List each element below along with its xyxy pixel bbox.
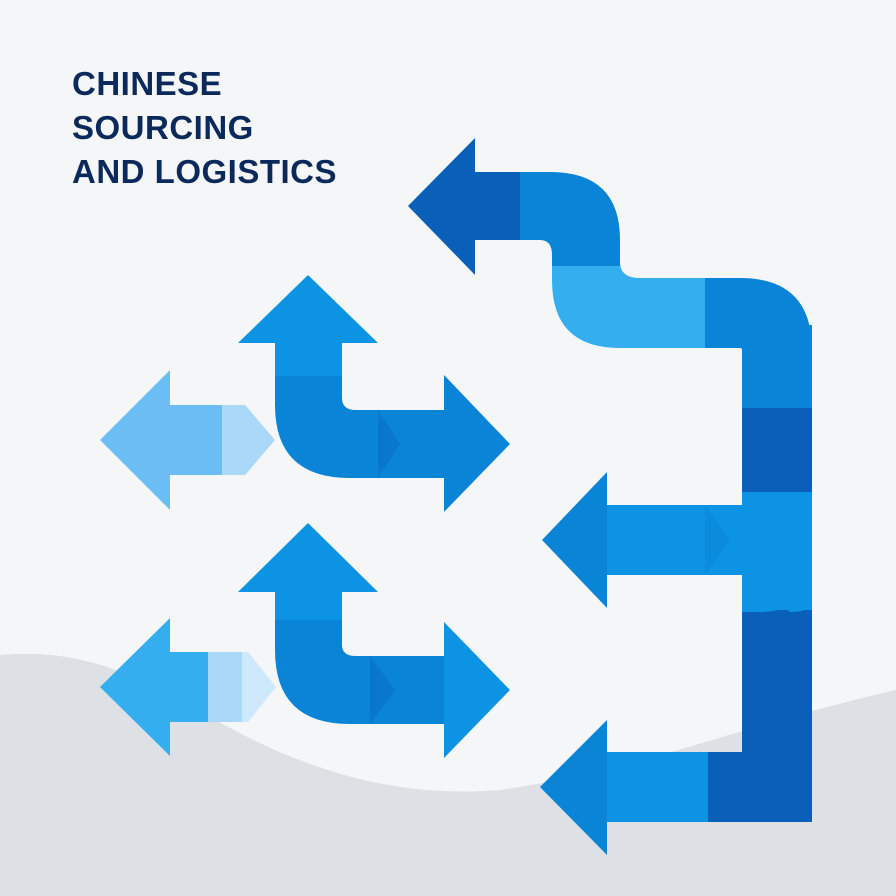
upper-bent-shaft-mid [378, 410, 448, 478]
lower-bent-shaft [275, 620, 445, 724]
upper-left-arrow-left-icon [100, 370, 170, 510]
lower-left-arrow-shaft [168, 652, 210, 722]
lower-left-cluster [100, 523, 510, 758]
connector-band [552, 262, 705, 348]
upper-right-arrow-icon [444, 375, 510, 512]
middle-arrow-shade [705, 505, 730, 575]
title-line-2: SOURCING [72, 109, 254, 146]
lower-left-arrow-shaft-light [208, 652, 243, 722]
bottom-arrow-shaft-dark [708, 752, 812, 822]
trunk-top-corner [700, 278, 812, 360]
upper-left-cluster [100, 275, 510, 512]
upper-up-arrow-icon [238, 275, 378, 378]
ground-wave [0, 653, 896, 896]
bottom-trunk-bend [742, 560, 812, 612]
upper-bent-shade [378, 410, 400, 478]
right-pipe-network [408, 138, 812, 855]
bottom-arrow-left-icon [540, 720, 607, 855]
lower-right-arrow-icon [444, 622, 510, 758]
title-line-1: CHINESE [72, 65, 223, 102]
lower-up-arrow-icon [238, 523, 378, 622]
middle-arrow-left-icon [542, 472, 607, 608]
trunk-mid-dark [742, 408, 812, 494]
page-title: CHINESE SOURCING AND LOGISTICS [72, 62, 337, 194]
lower-bent-shade [370, 656, 395, 724]
title-line-3: AND LOGISTICS [72, 153, 338, 190]
lower-left-arrow-tip [242, 652, 276, 722]
top-bend [518, 172, 620, 266]
upper-left-arrow-tip [222, 405, 275, 475]
top-arrow-left-icon [408, 138, 520, 275]
lower-left-arrow-left-icon [100, 618, 170, 756]
upper-left-arrow-shaft [168, 405, 223, 475]
